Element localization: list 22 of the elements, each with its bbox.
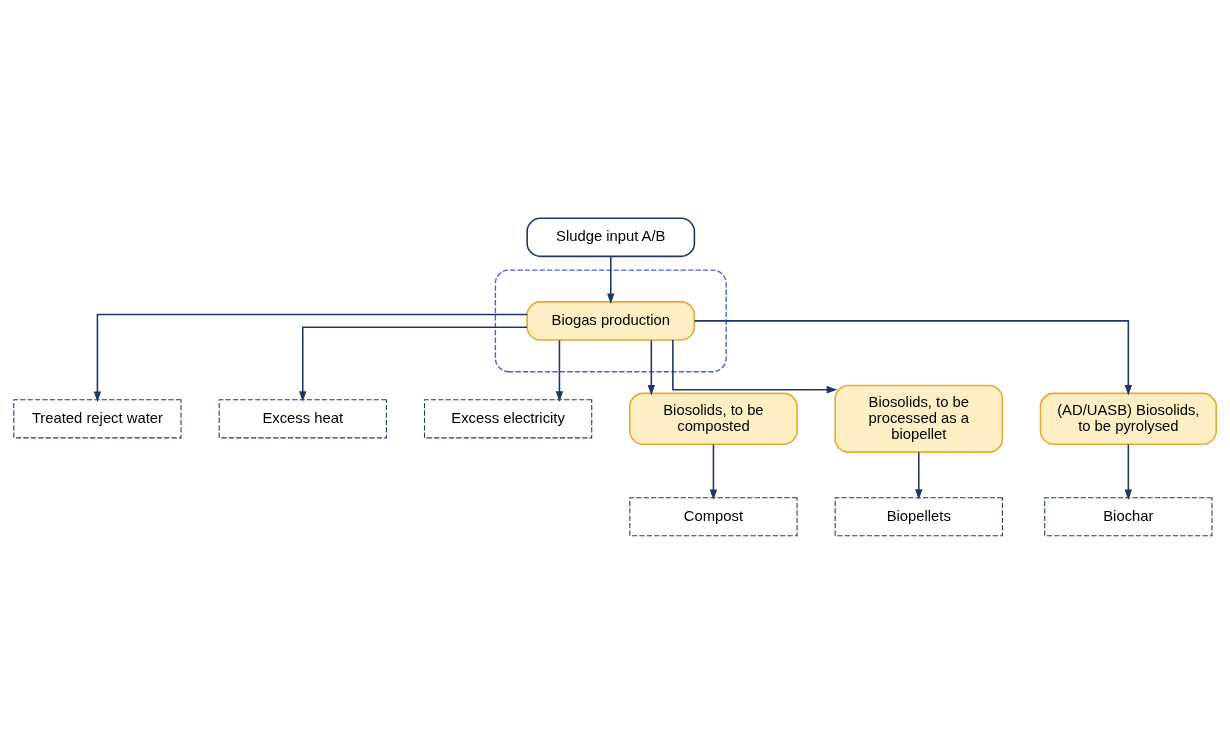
node-box: Biosolids, to be composted <box>629 392 798 445</box>
node-box: Biopellets <box>834 497 1003 537</box>
node-box: Excess electricity <box>423 399 593 439</box>
arrow <box>93 313 528 403</box>
arrow <box>709 443 718 501</box>
arrow <box>299 326 528 402</box>
node-box: Excess heat <box>218 399 387 439</box>
node-box: Biochar <box>1044 497 1213 537</box>
arrow <box>672 339 838 394</box>
arrow <box>555 339 564 402</box>
node-box: Sludge input A/B <box>526 217 696 258</box>
cluster <box>494 269 727 373</box>
arrow <box>915 451 923 500</box>
node-box: Treated reject water <box>13 399 182 439</box>
node-box: Compost <box>629 497 798 537</box>
node-box: (AD/UASB) Biosolids, to be pyrolysed <box>1039 392 1217 445</box>
node-box: Biosolids, to be processed as a biopellet <box>834 384 1004 453</box>
arrow <box>693 320 1133 396</box>
arrow <box>647 339 656 396</box>
arrow <box>1124 443 1133 501</box>
arrow <box>607 255 615 305</box>
node-box: Biogas production <box>526 301 696 341</box>
